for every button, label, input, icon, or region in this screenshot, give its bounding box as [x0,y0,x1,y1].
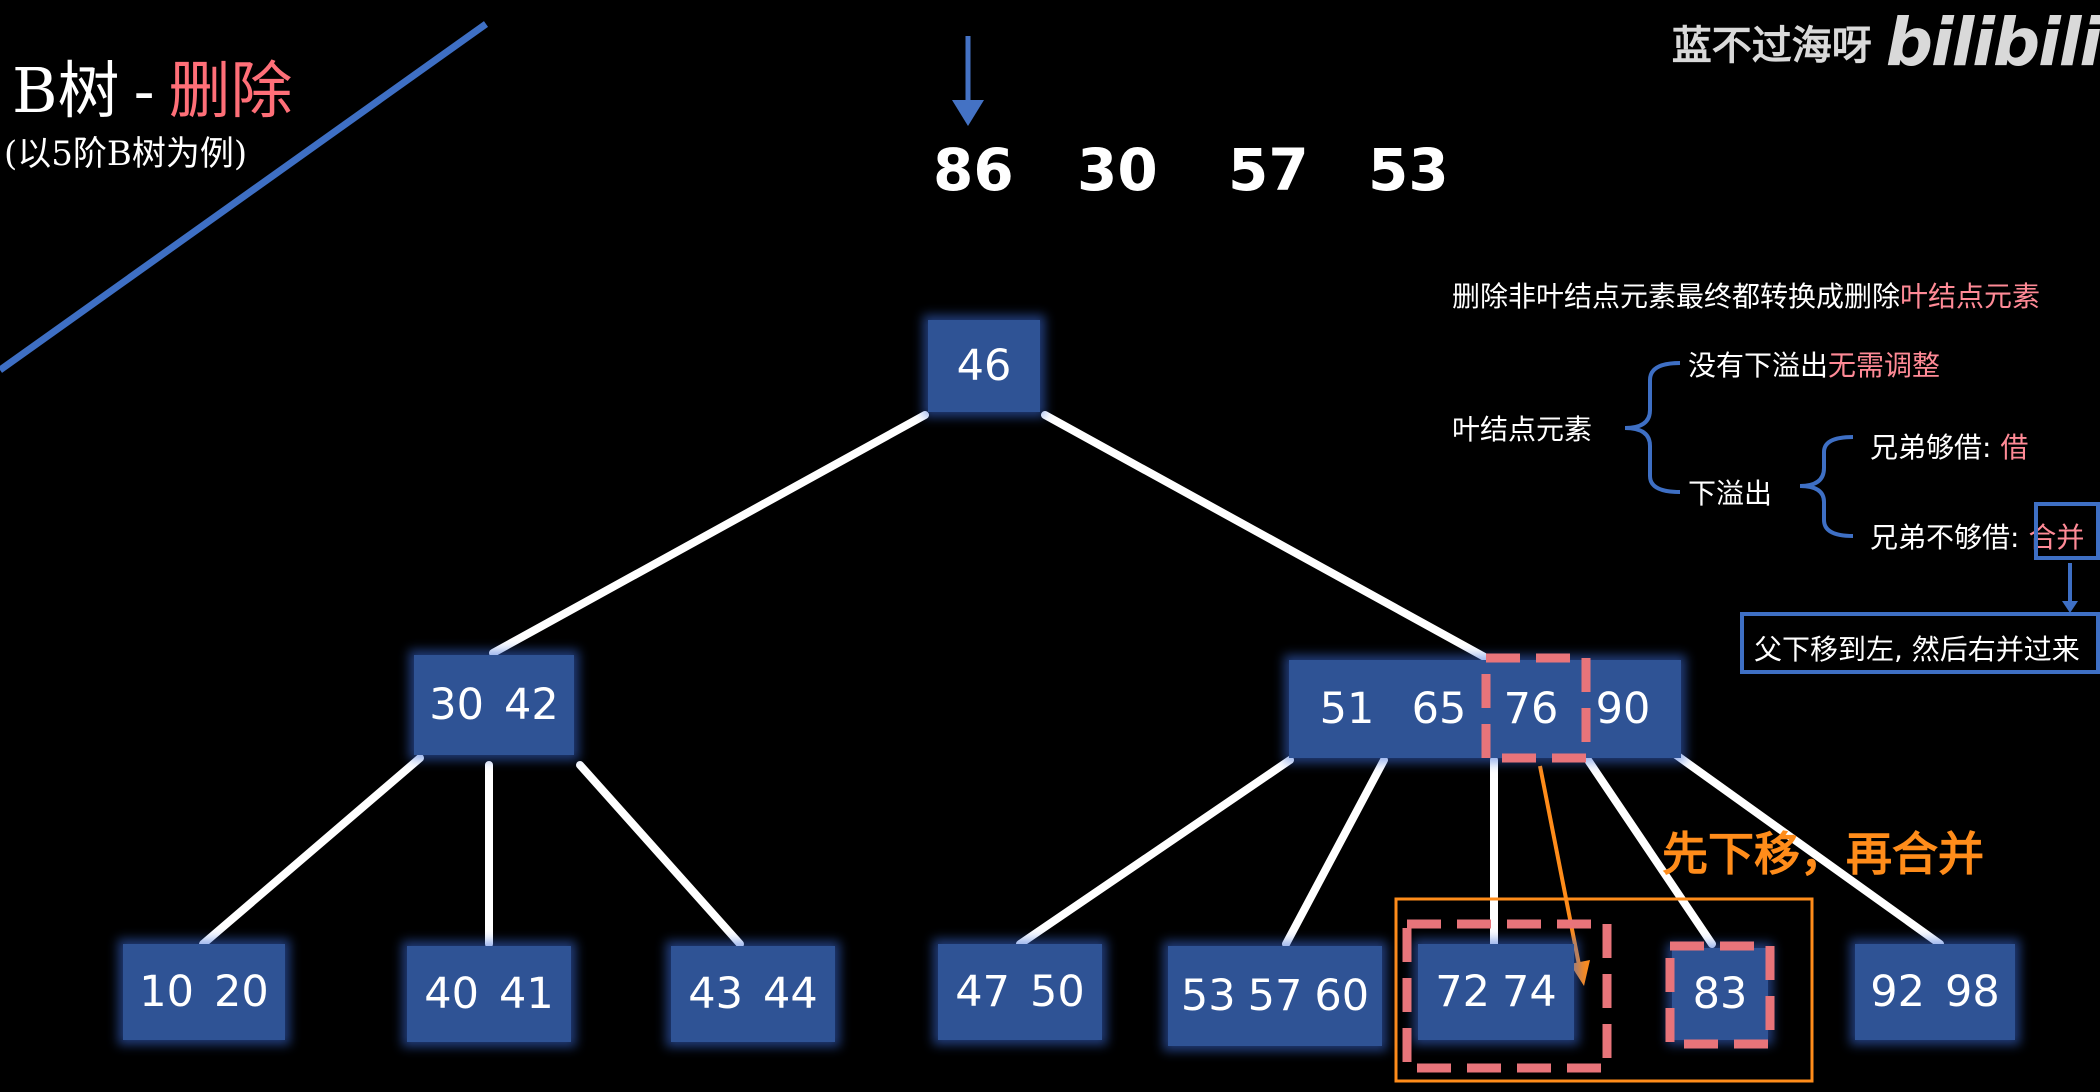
note-no-underflow: 没有下溢出无需调整 [1688,344,1940,384]
node-key: 51 [1319,684,1375,734]
tree-leaf-8: 92 98 [1855,944,2015,1040]
brace-leaf-icon [1624,361,1681,494]
edge-root-left [489,411,929,657]
orange-arrow-shaft [1538,765,1582,971]
note-borrow-highlight: 借 [2000,431,2029,464]
edge-right-leaf8 [1668,748,1944,948]
note-underflow: 下溢出 [1688,477,1773,510]
tree-node-level1-right: 51 65 76 90 [1289,660,1681,758]
note-line1-highlight: 叶结点元素 [1900,280,2041,313]
merge-description: 父下移到左, 然后右并过来 [1754,633,2080,666]
tree-node-root: 46 [928,320,1040,412]
note-borrow: 兄弟够借: 借 [1870,426,2028,466]
node-key: 20 [214,967,269,1017]
title-separator: - [133,54,155,127]
note-merge-text: 兄弟不够借: [1870,521,2029,554]
sequence-item-2: 30 [1077,136,1158,204]
node-key: 57 [1247,971,1303,1021]
orange-merge-box [1394,897,1814,1083]
tree-leaf-4: 47 50 [938,944,1102,1040]
edge-left-leaf1 [199,754,424,948]
merge-description-box [1740,612,2100,674]
node-key: 46 [956,341,1012,391]
node-key-highlighted: 76 [1503,684,1559,734]
node-key: 83 [1692,969,1748,1019]
edge-right-leaf7 [1584,756,1716,948]
note-line1-text: 删除非叶结点元素最终都转换成删除 [1452,280,1901,313]
node-key: 41 [499,969,554,1019]
note-leaf-label: 叶结点元素 [1452,413,1593,446]
sequence-item-4: 53 [1368,136,1449,204]
merge-highlight-box [2034,502,2100,560]
tree-leaf-5: 53 57 60 [1168,946,1382,1046]
sequence-item-3: 57 [1228,136,1309,204]
node-key: 43 [688,969,743,1019]
node-key: 90 [1595,684,1651,734]
node-key: 98 [1945,967,2000,1017]
tree-leaf-7: 83 [1672,948,1768,1040]
page-subtitle: (以5阶B树为例) [4,134,248,174]
edge-right-leaf4 [1016,756,1294,948]
node-key: 40 [424,969,479,1019]
tree-node-level1-left: 30 42 [414,655,574,755]
node-key: 92 [1870,967,1925,1017]
merge-arrow-icon [2062,601,2078,613]
node-key: 10 [139,967,194,1017]
note-no-underflow-text: 没有下溢出 [1688,349,1829,382]
annotation-text: 先下移，再合并 [1662,827,1984,881]
page-title: B树-删除 [12,40,293,130]
note-borrow-text: 兄弟够借: [1870,431,2001,464]
node-key: 47 [955,967,1010,1017]
sequence-item-1: 86 [933,136,1014,204]
title-highlight: 删除 [168,54,293,127]
node-key: 30 [429,680,484,730]
tree-leaf-2: 40 41 [407,946,571,1042]
tree-leaf-1: 10 20 [123,944,285,1040]
node-key: 42 [504,680,559,730]
tree-edges [199,411,1944,948]
brace-underflow-icon [1799,435,1854,538]
node-key: 72 [1435,967,1490,1017]
node-key: 60 [1314,971,1370,1021]
node-key: 53 [1180,971,1236,1021]
node-key: 65 [1411,684,1467,734]
tree-leaf-3: 43 44 [671,946,835,1042]
watermark: 蓝不过海呀 bilibili [1620,2,2100,82]
down-arrow-icon [952,100,984,126]
note-line1: 删除非叶结点元素最终都转换成删除叶结点元素 [1452,275,2040,315]
note-no-underflow-highlight: 无需调整 [1828,349,1941,382]
title-main-text: B树 [12,54,120,127]
tree-leaf-6: 72 74 [1418,944,1574,1040]
edge-root-right [1041,411,1494,664]
edge-left-leaf3 [576,761,744,948]
node-key: 50 [1030,967,1085,1017]
node-key: 44 [763,969,818,1019]
uploader-name: 蓝不过海呀 [1671,23,1872,69]
bilibili-logo: bilibili [1885,3,2100,81]
edge-right-leaf5 [1282,756,1388,948]
node-key: 74 [1502,967,1557,1017]
decorative-diagonal [0,21,489,373]
